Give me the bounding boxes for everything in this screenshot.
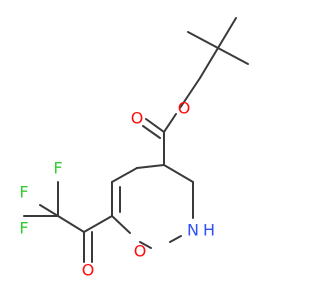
atom-o-ether-ester: O <box>178 99 191 118</box>
bond <box>139 241 152 249</box>
bond <box>163 113 177 133</box>
atom-labels: O O N H O O F F F <box>19 99 215 280</box>
atom-f-left: F <box>19 183 28 202</box>
molecule-diagram: O O N H O O F F F <box>19 17 249 280</box>
bond <box>169 235 182 243</box>
bond <box>83 215 113 233</box>
bonds <box>23 17 249 263</box>
bond <box>111 215 131 234</box>
bond <box>163 164 194 183</box>
bond <box>145 118 165 133</box>
bond <box>39 204 59 217</box>
bond <box>199 47 219 79</box>
atom-o-ring: O <box>134 242 147 261</box>
bond <box>187 31 219 49</box>
structure-drawing: O O N H O O F F F <box>19 17 249 280</box>
atom-o-carbonyl-ester: O <box>131 109 144 128</box>
bond <box>217 17 237 49</box>
atom-f-bottom: F <box>19 219 28 238</box>
atom-o-ketone: O <box>82 261 95 280</box>
bond <box>179 77 201 109</box>
atom-n-ring: N <box>187 221 199 240</box>
bond <box>142 125 161 139</box>
atom-f-top: F <box>53 159 62 178</box>
bond <box>57 215 85 233</box>
bond <box>136 164 165 169</box>
atom-h-ring: H <box>203 221 215 240</box>
bond <box>217 47 249 65</box>
bond <box>111 167 138 183</box>
